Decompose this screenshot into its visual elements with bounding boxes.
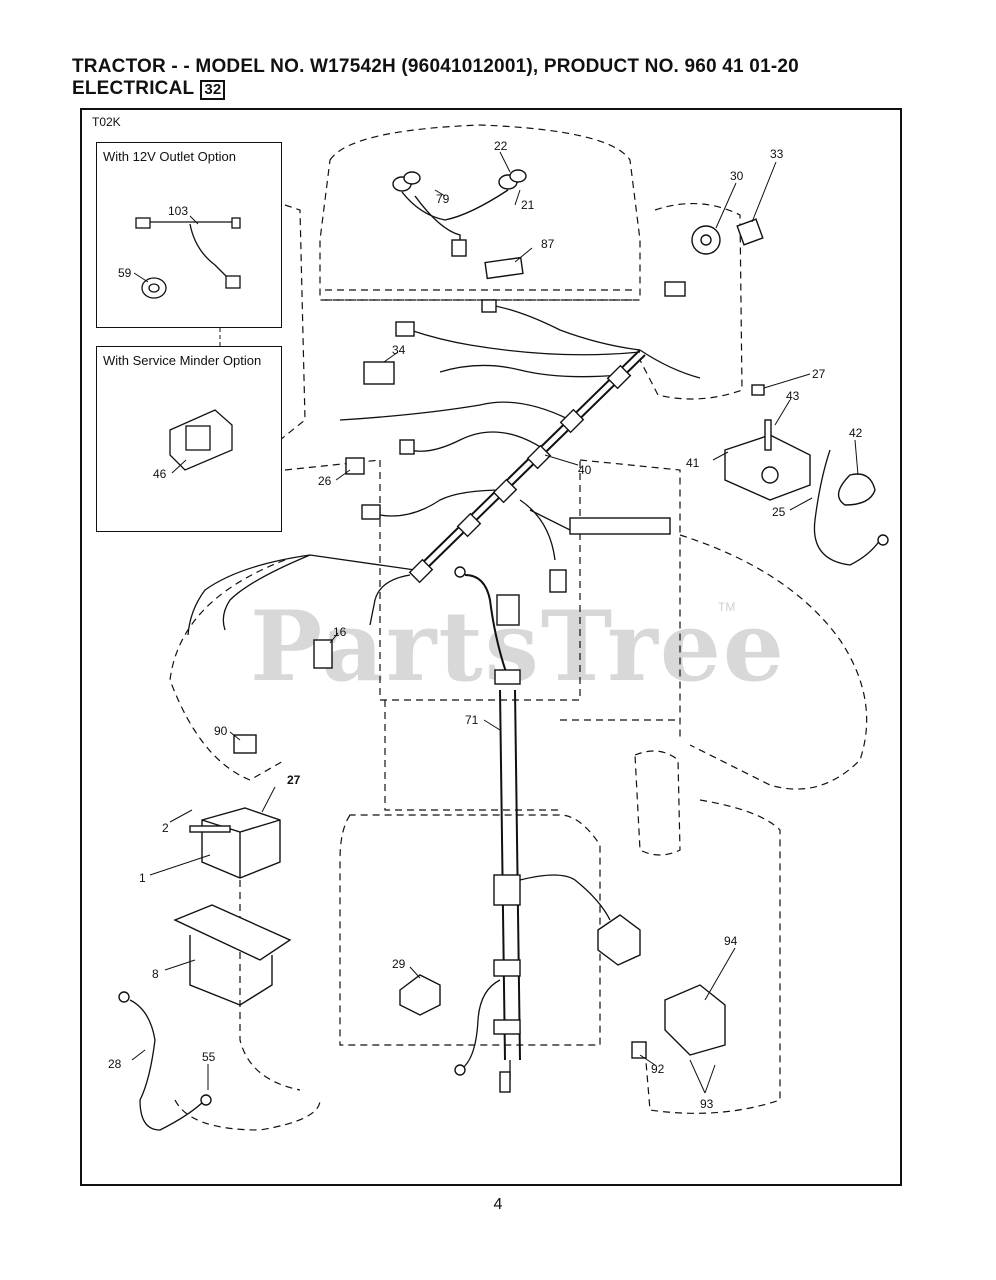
- callout-label: 94: [724, 934, 738, 948]
- model-title: TRACTOR - - MODEL NO. W17542H (960410120…: [72, 56, 799, 77]
- callout-label: 29: [392, 957, 406, 971]
- page-header: TRACTOR - - MODEL NO. W17542H (960410120…: [72, 56, 972, 100]
- callout-label: 27: [287, 773, 301, 787]
- callout-label: 87: [541, 237, 555, 251]
- callout-label: 79: [436, 192, 450, 206]
- trademark: TM: [718, 600, 736, 614]
- inset-service-minder: With Service Minder Option: [96, 346, 282, 532]
- section-number-box: 32: [200, 80, 226, 100]
- callout-label: 71: [465, 713, 479, 727]
- page-number: 4: [493, 1196, 503, 1213]
- callout-label: 90: [214, 724, 228, 738]
- callout-leaders: [131, 151, 859, 1094]
- callout-label: 22: [494, 139, 508, 153]
- callout-label: 33: [770, 147, 784, 161]
- callout-label: 28: [108, 1057, 122, 1071]
- callout-label: 8: [152, 967, 159, 981]
- callout-label: 92: [651, 1062, 665, 1076]
- callout-label: 21: [521, 198, 535, 212]
- callout-label: 16: [333, 625, 347, 639]
- inset-title: With 12V Outlet Option: [103, 149, 236, 164]
- section-name: ELECTRICAL: [72, 78, 195, 99]
- diagram-frame: [80, 108, 902, 1186]
- inset-title: With Service Minder Option: [103, 353, 262, 368]
- callout-label: 30: [730, 169, 744, 183]
- callout-label: 55: [202, 1050, 216, 1064]
- inset-12v-outlet: With 12V Outlet Option: [96, 142, 282, 328]
- callout-label: 43: [786, 389, 800, 403]
- callout-label: 42: [849, 426, 863, 440]
- callout-label: 1: [139, 871, 146, 885]
- callout-label: 40: [578, 463, 592, 477]
- callout-label: 27: [812, 367, 826, 381]
- callout-label: 41: [686, 456, 700, 470]
- callout-label: 26: [318, 474, 332, 488]
- callout-label: 25: [772, 505, 786, 519]
- callout-label: 93: [700, 1097, 714, 1111]
- callout-label: 2: [162, 821, 169, 835]
- diagram-code: T02K: [92, 115, 121, 129]
- tractor-outline: [169, 124, 868, 1131]
- callout-label: 34: [392, 343, 406, 357]
